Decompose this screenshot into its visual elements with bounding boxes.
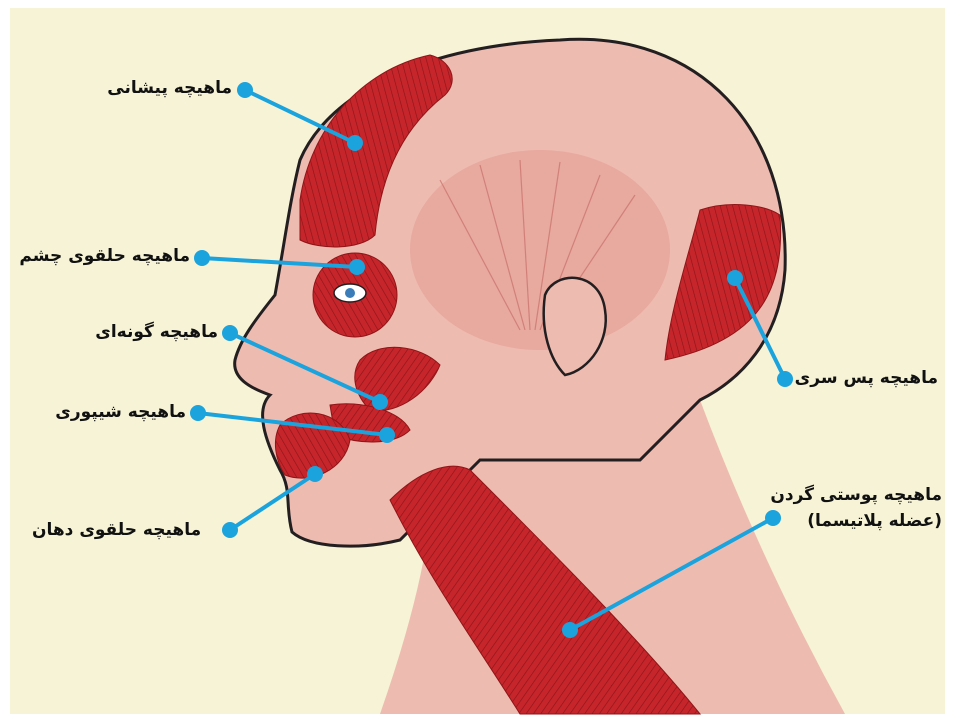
label-platysma-line2: (عضله پلاتیسما) (776, 508, 942, 534)
dot-buccinator-label (190, 405, 206, 421)
label-occipitalis: ماهیچه پس سری (798, 366, 938, 390)
dot-buccinator-target (379, 427, 395, 443)
dot-zygomatic-target (372, 394, 388, 410)
dot-frontalis-label (237, 82, 253, 98)
temporalis-area (410, 150, 670, 350)
dot-platysma-target (562, 622, 578, 638)
label-orbicularis-oris: ماهیچه حلقوی دهان (32, 518, 216, 542)
label-frontalis: ماهیچه پیشانی (98, 76, 232, 100)
dot-oculi-target (349, 259, 365, 275)
label-orbicularis-oculi: ماهیچه حلقوی چشم (18, 244, 190, 268)
dot-oris-target (307, 466, 323, 482)
dot-zygomatic-label (222, 325, 238, 341)
dot-occipitalis-target (727, 270, 743, 286)
label-buccinator: ماهیچه شیپوری (34, 400, 186, 424)
iris (345, 288, 355, 298)
dot-oris-label (222, 522, 238, 538)
dot-oculi-label (194, 250, 210, 266)
label-platysma-line1: ماهیچه پوستی گردن (776, 482, 942, 508)
dot-occipitalis-label (777, 371, 793, 387)
dot-frontalis-target (347, 135, 363, 151)
label-zygomatic: ماهیچه گونه‌ای (90, 320, 218, 344)
